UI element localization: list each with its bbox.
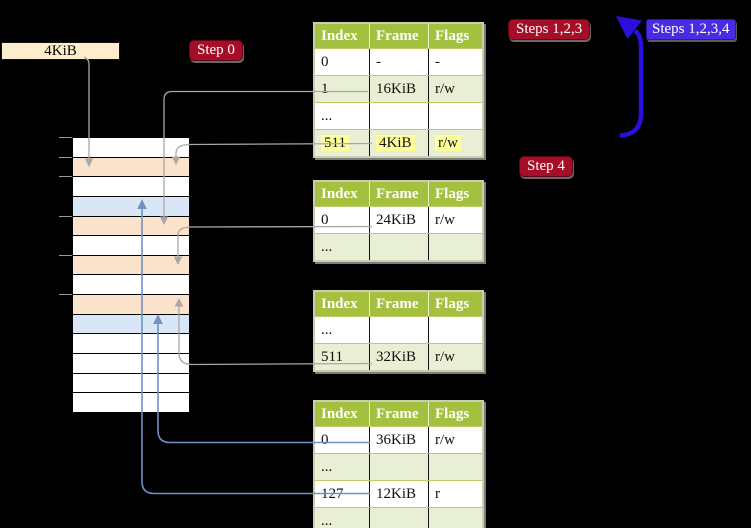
table-cell: r/w — [428, 76, 482, 102]
table-cell: - — [369, 49, 428, 75]
memory-tick — [59, 157, 72, 158]
memory-tick — [59, 294, 72, 295]
table-cell: 12KiB — [369, 481, 428, 507]
memory-tick — [59, 216, 72, 217]
memory-tick — [59, 137, 72, 138]
table-cell — [369, 103, 428, 129]
steps-123-label: Steps 1,2,3 — [508, 19, 591, 40]
memory-frame-row — [73, 353, 189, 373]
table-row: 511 4KiB r/w — [315, 129, 482, 156]
column-header: Frame — [369, 292, 428, 316]
table-cell: 24KiB — [369, 207, 428, 233]
memory-tick — [59, 255, 72, 256]
table-cell: 32KiB — [369, 344, 428, 370]
table-cell: r — [428, 481, 482, 507]
highlighted-value: 511 — [321, 135, 349, 151]
memory-frame-row — [73, 294, 189, 314]
table-row: ... — [315, 233, 482, 260]
memory-frame-row — [73, 372, 189, 393]
column-header: Frame — [369, 24, 428, 48]
table-row: ... — [315, 102, 482, 129]
table-cell: ... — [321, 322, 333, 338]
column-header: Flags — [428, 292, 482, 316]
step-4-label: Step 4 — [519, 156, 573, 177]
table-cell — [369, 508, 428, 528]
table-cell: 0 — [321, 54, 329, 70]
table-cell — [428, 317, 482, 343]
table-cell: 36KiB — [369, 427, 428, 453]
table-cell: 127 — [321, 486, 344, 502]
memory-frame-row — [73, 313, 189, 334]
column-header: Flags — [428, 182, 482, 206]
table-cell — [369, 454, 428, 480]
table-cell: 0 — [321, 432, 329, 448]
column-header: Frame — [369, 182, 428, 206]
table-cell — [369, 234, 428, 260]
table-cell: 16KiB — [369, 76, 428, 102]
step-0-label: Step 0 — [189, 40, 243, 61]
table-cell — [369, 317, 428, 343]
highlighted-value: 4KiB — [376, 135, 415, 151]
table-cell: r/w — [428, 207, 482, 233]
highlighted-value: r/w — [435, 135, 461, 151]
recursive-loop-arrow — [616, 16, 644, 138]
table-row: ... — [315, 453, 482, 480]
table-cell: 0 — [321, 212, 329, 228]
column-header: Flags — [428, 402, 482, 426]
table-cell: ... — [321, 108, 333, 124]
table-row: 0 -- — [315, 48, 482, 75]
column-header: Index — [321, 28, 358, 44]
memory-frame-row — [73, 156, 189, 177]
table-cell: ... — [321, 239, 333, 255]
steps-1234-label: Steps 1,2,3,4 — [646, 19, 736, 40]
cr3-value-box: 4KiB — [1, 42, 120, 60]
table-row: ... — [315, 507, 482, 528]
table-cell: - — [428, 49, 482, 75]
column-header: Index — [321, 296, 358, 312]
column-header: Flags — [428, 24, 482, 48]
arrow-up-left-icon — [616, 16, 642, 39]
table-cell — [428, 508, 482, 528]
memory-frame-row — [73, 392, 189, 412]
physical-memory-strip — [72, 137, 190, 413]
memory-frame-row — [73, 215, 189, 236]
column-header: Frame — [369, 402, 428, 426]
table-cell: r/w — [428, 344, 482, 370]
table-cell — [428, 103, 482, 129]
memory-frame-row — [73, 138, 189, 157]
table-cell — [428, 454, 482, 480]
memory-frame-row — [73, 333, 189, 354]
column-header: Index — [321, 406, 358, 422]
table-cell: r/w — [428, 427, 482, 453]
memory-frame-row — [73, 195, 189, 216]
table-cell: 511 — [315, 130, 369, 156]
memory-frame-row — [73, 235, 189, 255]
table-cell: 4KiB — [369, 130, 428, 156]
memory-frame-row — [73, 274, 189, 295]
table-cell: 1 — [321, 81, 329, 97]
table-cell: 511 — [321, 349, 343, 365]
table-row: ... — [315, 316, 482, 343]
table-cell: ... — [321, 513, 333, 528]
table-cell: r/w — [428, 130, 482, 156]
table-cell: ... — [321, 459, 333, 475]
memory-frame-row — [73, 176, 189, 196]
memory-frame-row — [73, 254, 189, 275]
memory-tick — [59, 176, 72, 177]
column-header: Index — [321, 186, 358, 202]
table-cell — [428, 234, 482, 260]
